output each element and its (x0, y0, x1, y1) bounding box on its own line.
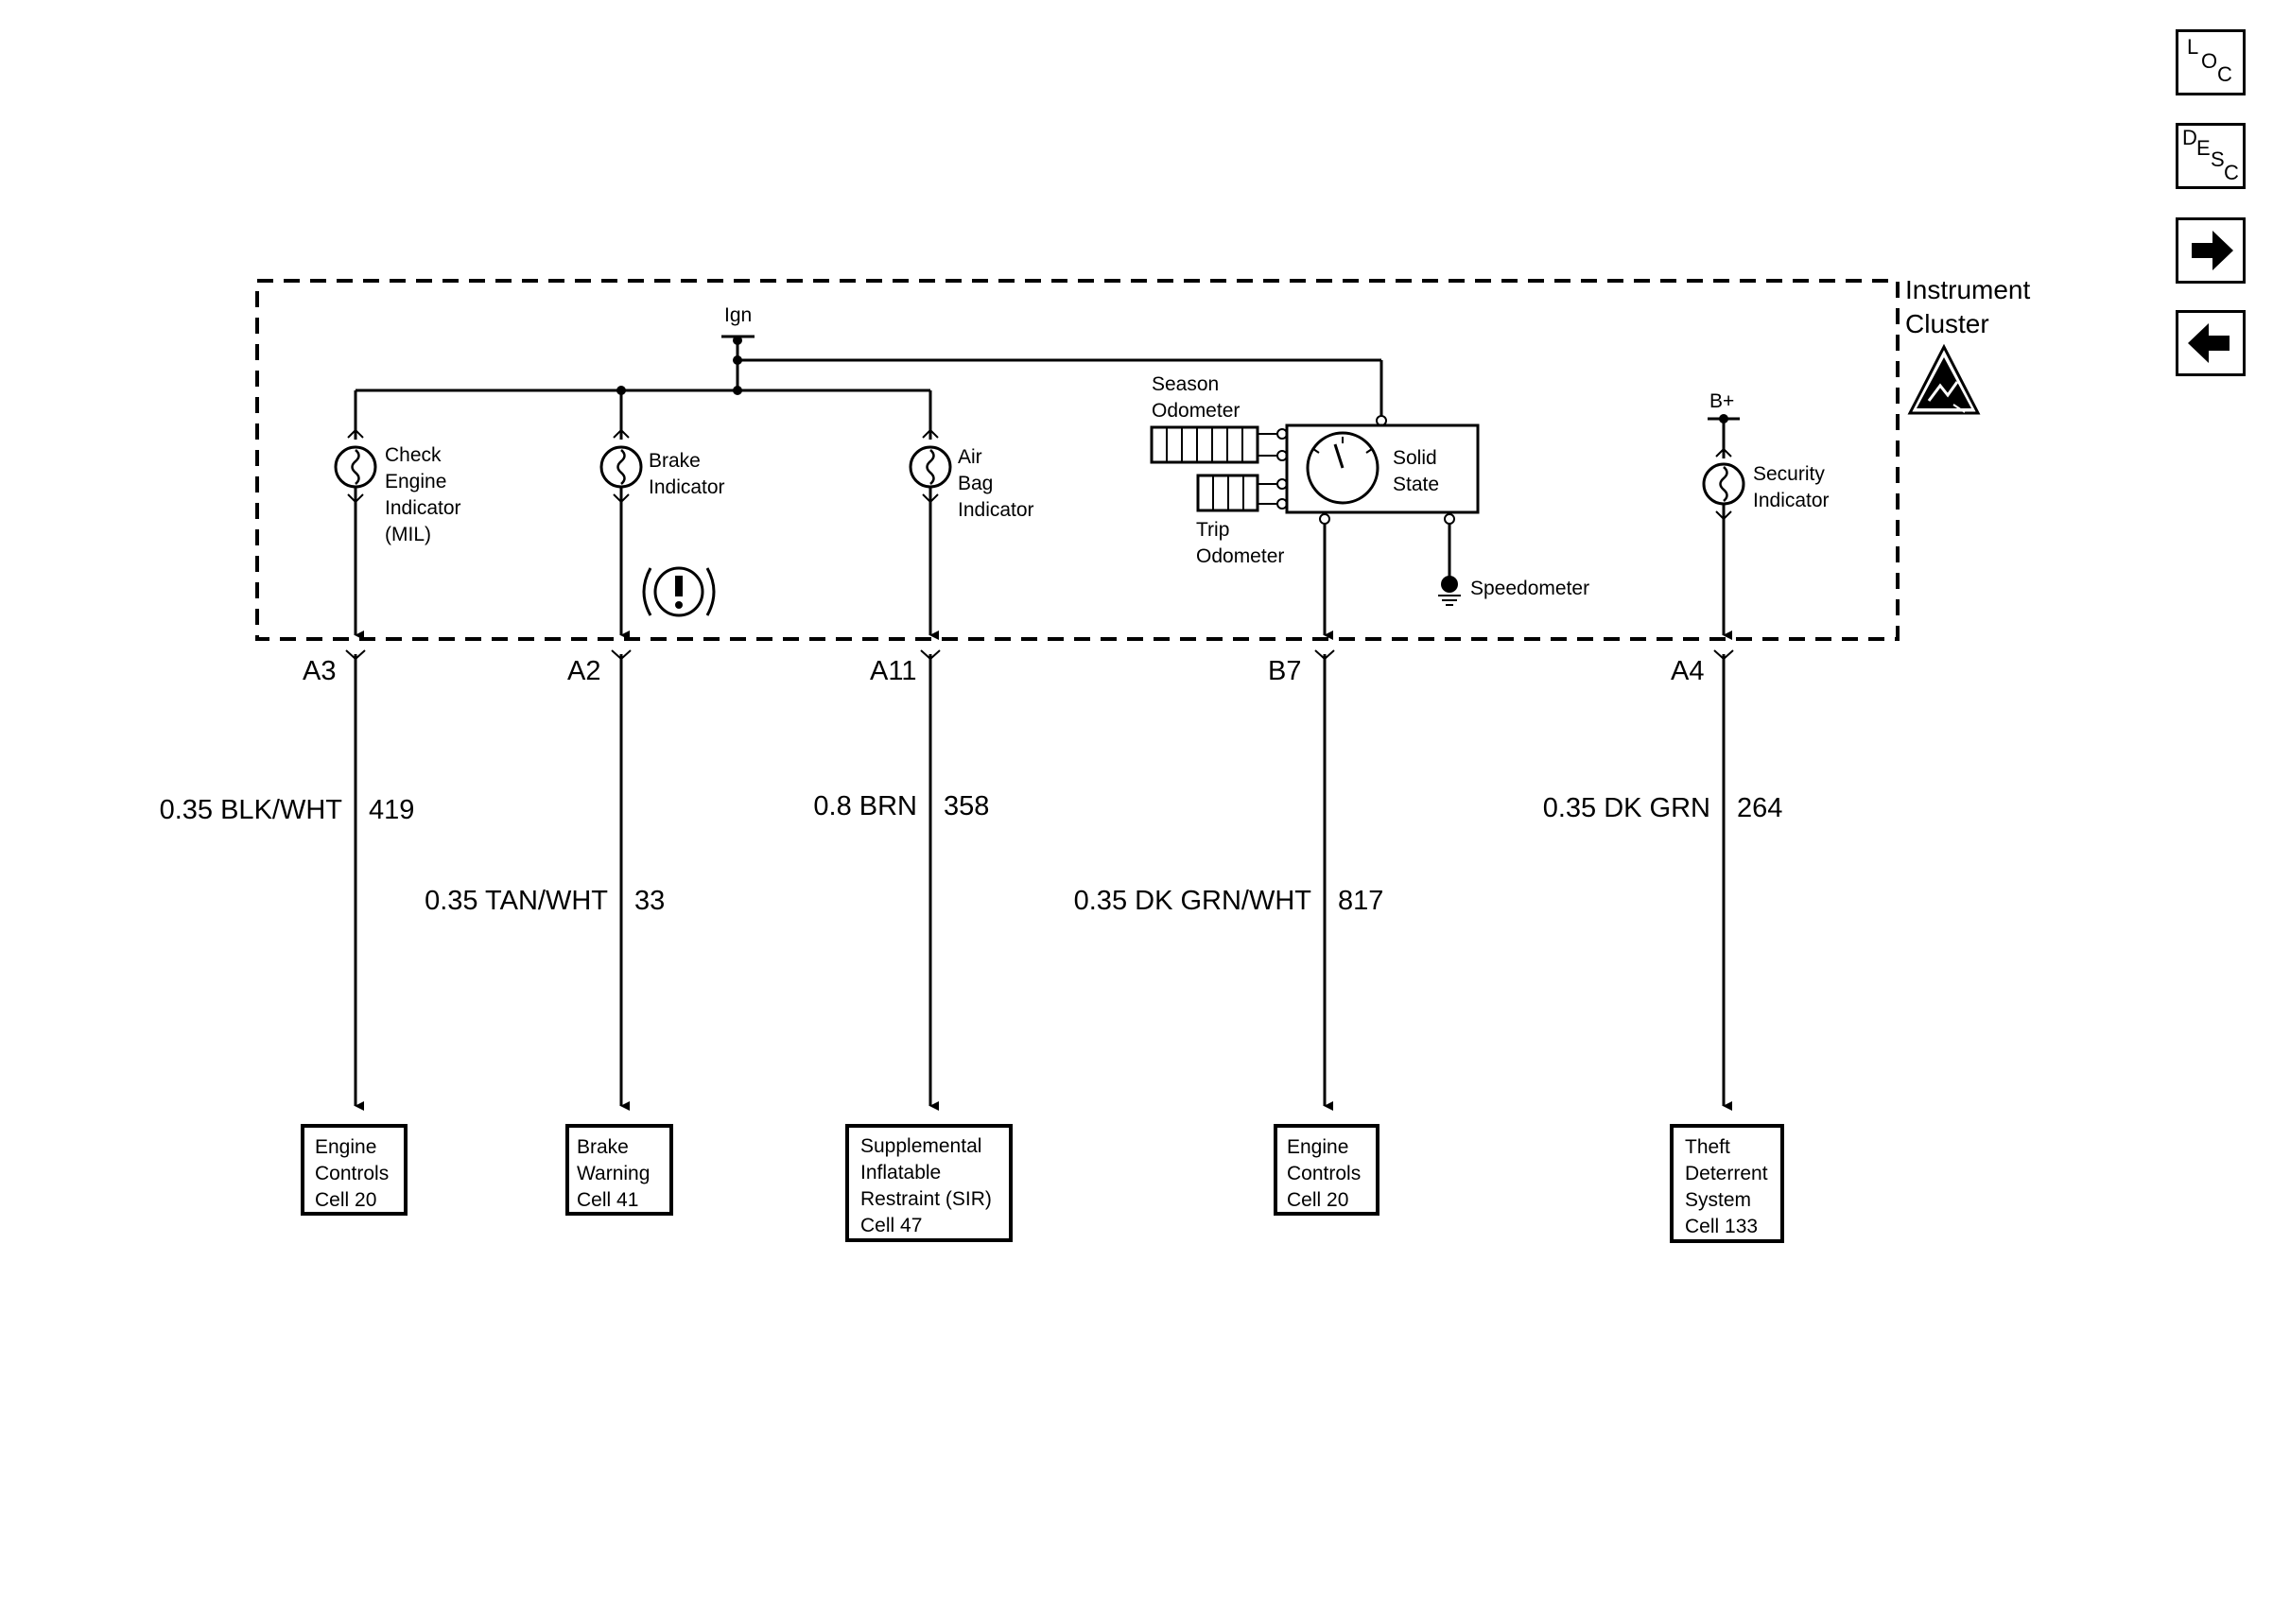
destination-label: Engine (1287, 1136, 1348, 1158)
wire-circuit-label: 419 (369, 795, 414, 825)
ground-icon (1441, 576, 1458, 593)
check-engine-label: Indicator (385, 497, 461, 519)
destination-engine-controls-b7[interactable]: Engine Controls Cell 20 (1274, 1124, 1379, 1216)
cluster-boundary (255, 279, 1900, 641)
wire-color-label: 0.35 BLK/WHT (160, 795, 343, 825)
arrow-right-icon (2192, 231, 2233, 270)
cluster-title-line2: Cluster (1905, 309, 1989, 338)
destination-label: Engine (315, 1136, 376, 1158)
connector-label: A2 (567, 656, 600, 686)
destination-label: Controls (315, 1163, 389, 1184)
airbag-indicator-label: Bag (958, 473, 993, 494)
bulb-icon (1702, 462, 1745, 506)
arrow-left-icon (2188, 323, 2230, 363)
wire-color-label: 0.35 DK GRN (1543, 793, 1710, 823)
desc-letter: D (2182, 126, 2197, 149)
desc-letter: S (2211, 147, 2225, 171)
destination-label: Deterrent (1685, 1163, 1768, 1184)
destination-sir[interactable]: Supplemental Inflatable Restraint (SIR) … (845, 1124, 1013, 1242)
trip-odometer-label: Odometer (1196, 545, 1284, 567)
trip-odometer-label: Trip (1196, 519, 1229, 541)
wire-circuit-label: 817 (1338, 886, 1383, 916)
destination-label: Controls (1287, 1163, 1361, 1184)
brake-warning-icon (642, 566, 716, 617)
check-engine-label: (MIL) (385, 524, 431, 545)
loc-button[interactable]: L O C (2176, 29, 2246, 95)
destination-theft-deterrent[interactable]: Theft Deterrent System Cell 133 (1670, 1124, 1784, 1243)
destination-label: Brake (577, 1136, 629, 1158)
loc-letter: O (2201, 49, 2218, 73)
brake-indicator-circuit: Brake Indicator (599, 390, 725, 640)
destination-label: Restraint (SIR) (860, 1188, 992, 1210)
season-odometer-display (1150, 425, 1288, 464)
destination-label: Cell 41 (577, 1189, 638, 1211)
wire-circuit-label: 358 (944, 791, 989, 821)
destination-label: Inflatable (860, 1162, 941, 1183)
wire-color-label: 0.35 TAN/WHT (425, 886, 608, 916)
airbag-indicator-circuit: Air Bag Indicator (909, 390, 1034, 640)
destination-label: Cell 20 (1287, 1189, 1348, 1211)
bplus-label: B+ (1709, 390, 1734, 412)
wire-color-label: 0.35 DK GRN/WHT (1074, 886, 1312, 916)
destination-label: Supplemental (860, 1135, 981, 1157)
destination-label: System (1685, 1189, 1751, 1211)
wire-circuit-label: 33 (634, 886, 665, 916)
bulb-icon (334, 445, 377, 489)
destination-label: Cell 47 (860, 1215, 922, 1236)
trip-odometer-display (1196, 474, 1288, 512)
connector-label: A11 (870, 656, 916, 686)
brake-indicator-label: Indicator (649, 476, 725, 498)
check-engine-circuit: Check Engine Indicator (MIL) (334, 390, 461, 640)
destination-brake-warning[interactable]: Brake Warning Cell 41 (565, 1124, 673, 1216)
desc-button[interactable]: D E S C (2176, 123, 2246, 189)
season-odometer-label: Odometer (1152, 400, 1240, 422)
check-engine-label: Check (385, 444, 442, 466)
connector-label: A4 (1671, 656, 1704, 686)
loc-letter: C (2217, 62, 2232, 86)
security-indicator-label: Indicator (1753, 490, 1830, 511)
speedometer-module: Season Odometer Trip Odometer (1150, 373, 1589, 640)
season-odometer-label: Season (1152, 373, 1219, 395)
destination-label: Theft (1685, 1136, 1730, 1158)
destination-label: Warning (577, 1163, 650, 1184)
forward-button[interactable] (2176, 217, 2246, 284)
wire-color-label: 0.8 BRN (813, 791, 917, 821)
security-indicator-label: Security (1753, 463, 1825, 485)
ignition-feed: Ign (356, 304, 1387, 426)
connector-label: A3 (303, 656, 336, 686)
airbag-indicator-label: Air (958, 446, 982, 468)
destination-engine-controls-a3[interactable]: Engine Controls Cell 20 (301, 1124, 408, 1216)
check-engine-label: Engine (385, 471, 446, 492)
speedometer-label: Speedometer (1470, 578, 1589, 599)
esd-warning-icon (1907, 343, 1981, 415)
brake-indicator-label: Brake (649, 450, 701, 472)
destination-label: Cell 133 (1685, 1216, 1758, 1237)
solid-state-box (1285, 423, 1480, 514)
desc-letter: C (2224, 161, 2239, 184)
loc-letter: L (2187, 35, 2199, 59)
solid-state-label: Solid (1393, 447, 1437, 469)
solid-state-label: State (1393, 474, 1439, 495)
ign-label: Ign (724, 304, 752, 326)
connector-label: B7 (1268, 656, 1301, 686)
bulb-icon (909, 445, 952, 489)
harness-wires (345, 649, 1734, 1111)
wire-circuit-label: 264 (1737, 793, 1782, 823)
gauge-icon (1306, 431, 1379, 505)
cluster-title-line1: Instrument (1905, 275, 2030, 304)
security-indicator-circuit: B+ Security Indicator (1702, 390, 1830, 640)
back-button[interactable] (2176, 310, 2246, 376)
bulb-icon (599, 445, 643, 489)
airbag-indicator-label: Indicator (958, 499, 1034, 521)
destination-label: Cell 20 (315, 1189, 376, 1211)
desc-letter: E (2196, 136, 2211, 160)
